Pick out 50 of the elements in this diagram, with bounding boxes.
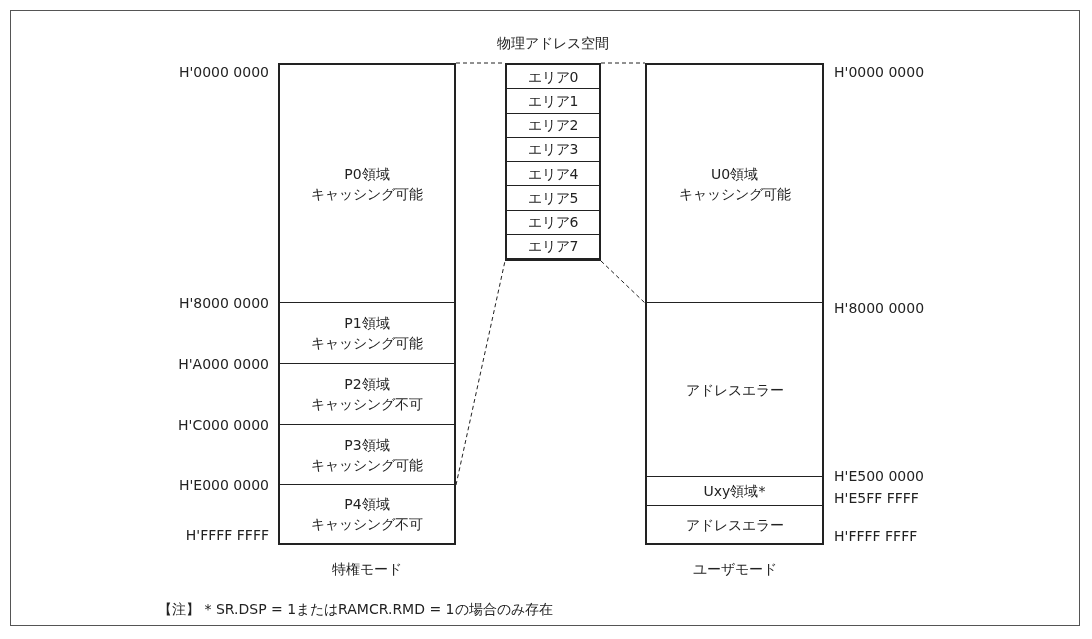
dashed-mapping-line <box>600 62 646 64</box>
region-text: Uxy領域* <box>703 482 766 501</box>
dashed-mapping-line <box>600 260 646 304</box>
address-label: H'8000 0000 <box>834 299 925 317</box>
region-text: キャッシング可能 <box>311 334 423 353</box>
area-name: エリア4 <box>527 164 579 184</box>
address-region-box <box>645 63 824 303</box>
region-text: P3領域 <box>344 435 390 455</box>
region-text: P4領域 <box>344 495 390 514</box>
address-region-box <box>645 302 824 477</box>
address-region-box <box>278 424 456 485</box>
region-text: アドレスエラー <box>685 380 784 400</box>
physical-space-box <box>505 63 601 261</box>
address-label: H'FFFF FFFF <box>834 527 918 545</box>
area-name: エリア3 <box>527 140 579 160</box>
address-label: H'8000 0000 <box>178 294 269 312</box>
address-region-box <box>645 505 824 545</box>
area-name: エリア5 <box>527 188 579 208</box>
region-text: キャッシング不可 <box>311 515 423 534</box>
area-name: エリア1 <box>527 91 579 111</box>
region-text: キャッシング可能 <box>678 184 791 204</box>
region-text: P1領域 <box>344 314 390 333</box>
address-label: H'0000 0000 <box>178 63 269 81</box>
region-text: キャッシング可能 <box>311 184 423 204</box>
region-text: U0領域 <box>710 164 759 184</box>
region-text: P0領域 <box>344 164 390 184</box>
address-label: H'E5FF FFFF <box>834 489 919 507</box>
address-region-box <box>278 302 456 364</box>
region-text: P2領域 <box>344 375 390 394</box>
area-name: エリア2 <box>527 116 579 136</box>
region-text: アドレスエラー <box>685 515 784 535</box>
address-label: H'FFFF FFFF <box>185 526 269 544</box>
address-label: H'E000 0000 <box>178 476 269 494</box>
heading: ユーザモード <box>693 560 777 578</box>
address-region-box <box>645 476 824 506</box>
area-name: エリア7 <box>527 237 579 257</box>
address-label: H'E500 0000 <box>834 467 925 485</box>
area-name: エリア6 <box>527 213 579 233</box>
address-region-box <box>278 63 456 303</box>
area-name: エリア0 <box>527 67 579 87</box>
address-region-box <box>278 363 456 425</box>
heading: 特権モード <box>332 560 402 578</box>
address-label: H'A000 0000 <box>178 355 269 373</box>
address-region-box <box>278 484 456 545</box>
address-label: H'0000 0000 <box>834 63 925 81</box>
region-text: キャッシング不可 <box>311 395 423 414</box>
address-label: H'C000 0000 <box>178 416 269 434</box>
region-text: キャッシング可能 <box>311 455 423 475</box>
heading: 物理アドレス空間 <box>497 34 609 52</box>
footnote: 【注】 * SR.DSP = 1またはRAMCR.RMD = 1の場合のみ存在 <box>158 600 553 618</box>
